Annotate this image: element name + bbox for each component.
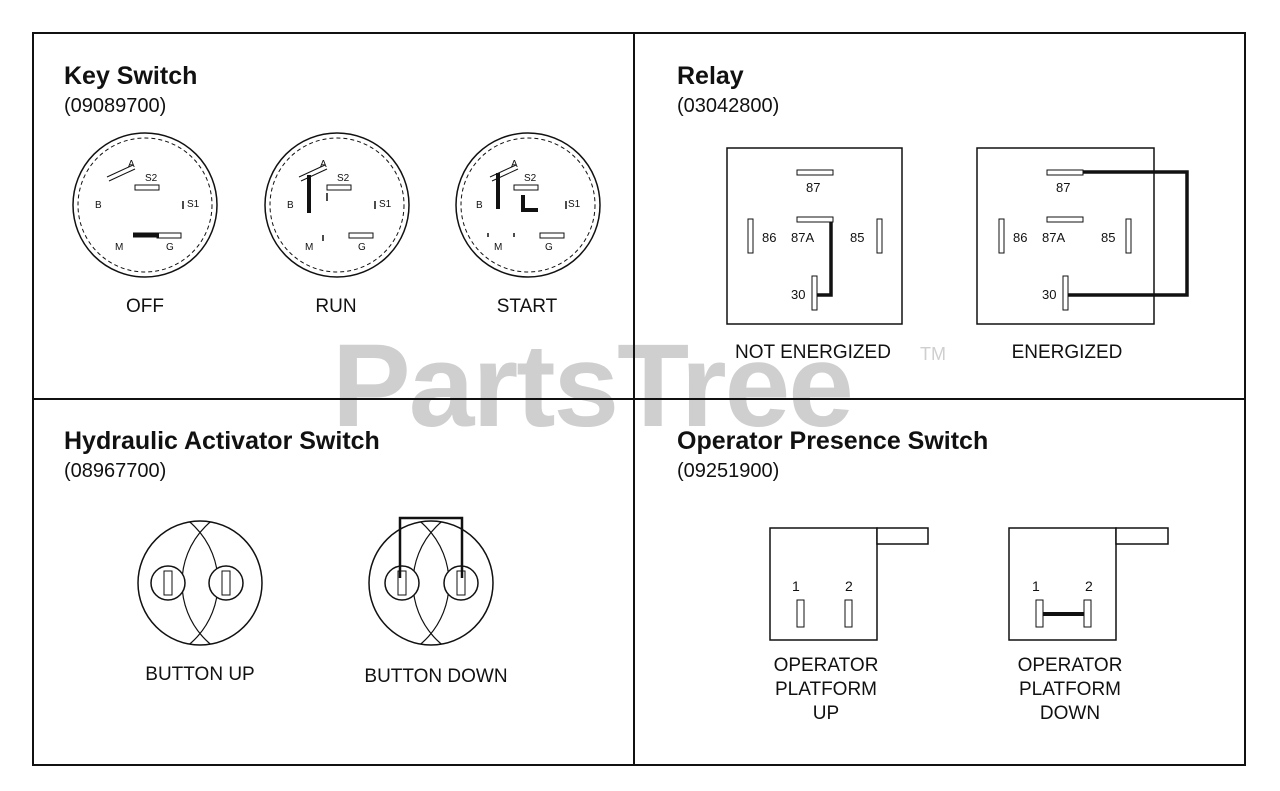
- key-switch-start-label: START: [496, 296, 558, 317]
- pin-85: 85: [850, 230, 864, 245]
- relay-not-energized-label: NOT ENERGIZED: [735, 342, 891, 363]
- relay-energized-label: ENERGIZED: [1011, 342, 1123, 363]
- terminal-left: [150, 565, 186, 601]
- platform-down-label-line1: OPERATOR: [1017, 655, 1123, 676]
- relay-title: Relay: [677, 62, 744, 90]
- relay-energized: 87 86 87A 85 30: [976, 147, 1189, 325]
- operator-switch-platform-down: 1 2: [1008, 527, 1169, 641]
- hydraulic-switch-title: Hydraulic Activator Switch: [64, 427, 380, 455]
- pin-30: 30: [791, 287, 805, 302]
- hydraulic-switch-part-number: (08967700): [64, 460, 167, 482]
- terminal-right: [208, 565, 244, 601]
- key-switch-run-label: RUN: [315, 296, 357, 317]
- label-g: G: [545, 242, 553, 253]
- button-up-label: BUTTON UP: [145, 664, 255, 685]
- platform-down-label: OPERATOR PLATFORM DOWN: [990, 654, 1150, 726]
- key-switch-start: A S2 B S1 M G: [455, 132, 601, 278]
- pin-2: 2: [1085, 578, 1093, 594]
- watermark-text: PartsTree: [332, 320, 854, 452]
- pin-1: 1: [792, 578, 800, 594]
- relay-contact-wire: [1068, 170, 1189, 297]
- label-a: A: [511, 159, 518, 170]
- terminal-s2: [134, 184, 160, 191]
- switch-plunger: [876, 527, 929, 545]
- label-s2: S2: [524, 173, 537, 184]
- switch-body: [769, 527, 878, 641]
- platform-down-label-line3: DOWN: [1039, 703, 1101, 724]
- hydraulic-switch-button-down: [368, 516, 494, 646]
- label-a: A: [128, 159, 135, 170]
- relay-not-energized: 87 86 87A 85 30: [726, 147, 903, 325]
- label-m: M: [494, 242, 502, 253]
- terminal-left: [384, 565, 420, 601]
- key-switch-part-number: (09089700): [64, 95, 167, 117]
- switch-plunger: [1115, 527, 1169, 545]
- key-switch-run: A S2 B S1 M G: [264, 132, 410, 278]
- jumper-wire: [398, 516, 464, 578]
- switch-body: [1008, 527, 1117, 641]
- button-down-label: BUTTON DOWN: [364, 666, 508, 687]
- pin-87: 87: [1056, 180, 1070, 195]
- horizontal-divider: [32, 398, 1246, 400]
- label-b: B: [287, 200, 294, 211]
- platform-up-label-line3: UP: [812, 703, 840, 724]
- key-switch-start-contact: [521, 195, 538, 212]
- label-s2: S2: [145, 173, 158, 184]
- label-s1: S1: [379, 199, 392, 210]
- trademark-mark: TM: [920, 344, 946, 364]
- operator-switch-part-number: (09251900): [677, 460, 780, 482]
- pin-85: 85: [1101, 230, 1115, 245]
- platform-up-label-line2: PLATFORM: [774, 679, 878, 700]
- pin-86: 86: [1013, 230, 1027, 245]
- label-a: A: [320, 159, 327, 170]
- label-g: G: [358, 242, 366, 253]
- relay-part-number: (03042800): [677, 95, 780, 117]
- label-b: B: [476, 200, 483, 211]
- label-g: G: [166, 242, 174, 253]
- platform-down-label-line2: PLATFORM: [1018, 679, 1122, 700]
- hydraulic-switch-button-up: [137, 520, 263, 646]
- relay-contact-wire: [817, 222, 833, 297]
- pin-2: 2: [845, 578, 853, 594]
- key-switch-off-label: OFF: [126, 296, 164, 317]
- platform-up-label-line1: OPERATOR: [773, 655, 879, 676]
- operator-switch-title: Operator Presence Switch: [677, 427, 989, 455]
- label-m: M: [115, 242, 123, 253]
- pin-86: 86: [762, 230, 776, 245]
- pin-30: 30: [1042, 287, 1056, 302]
- pin-87a: 87A: [791, 230, 814, 245]
- label-s2: S2: [337, 173, 350, 184]
- label-m: M: [305, 242, 313, 253]
- pin-87a: 87A: [1042, 230, 1065, 245]
- label-s1: S1: [187, 199, 200, 210]
- pin-1: 1: [1032, 578, 1040, 594]
- label-s1: S1: [568, 199, 581, 210]
- terminal-a-line: [106, 164, 134, 178]
- label-b: B: [95, 200, 102, 211]
- platform-up-label: OPERATOR PLATFORM UP: [746, 654, 906, 726]
- pin-87: 87: [806, 180, 820, 195]
- operator-switch-platform-up: 1 2: [769, 527, 929, 641]
- key-switch-off: A S2 B S1 M G: [72, 132, 218, 278]
- key-switch-title: Key Switch: [64, 62, 198, 90]
